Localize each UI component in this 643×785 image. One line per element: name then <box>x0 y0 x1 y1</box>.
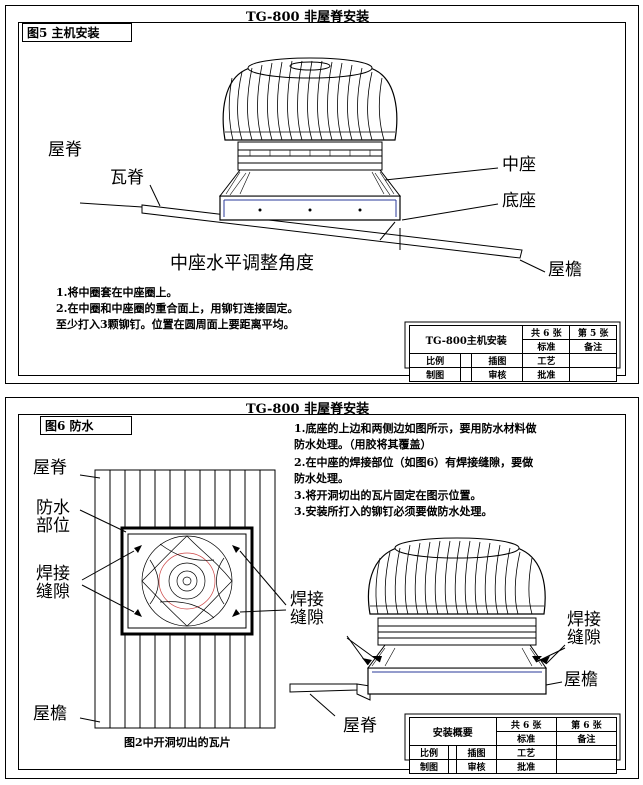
roof-slope-2 <box>289 683 358 693</box>
ridge-line <box>79 202 143 208</box>
label-tile-ridge: 瓦脊 <box>110 168 144 188</box>
label-ridge: 屋脊 <box>48 140 82 160</box>
sheet1-figure-tag: 图5 主机安装 <box>22 23 132 42</box>
sheet1-title-block: TG-800主机安装 共 6 张 第 5 张 标准 备注 比例 插图 工艺 制图… <box>408 325 617 382</box>
tb2-maker: 制图 <box>408 759 450 774</box>
label-middle-base: 中座 <box>502 155 536 175</box>
label2-ridge: 屋脊 <box>33 458 67 478</box>
tb2-review: 审核 <box>456 759 497 774</box>
label2-ridge-bottom: 屋脊 <box>343 716 377 736</box>
label-angle: 中座水平调整角度 <box>170 253 314 274</box>
tb1-review: 审核 <box>471 367 524 382</box>
tb1-maker: 制图 <box>408 367 462 382</box>
sheet2-note-5: 3.将开洞切出的瓦片固定在图示位置。 <box>294 489 482 502</box>
label2-weld-gap-right: 焊接 缝隙 <box>567 610 601 648</box>
sheet2-figure-tag: 图6 防水 <box>40 416 132 435</box>
sheet1-note-2: 2.在中圈和中座圈的重合面上，用铆钉连接固定。 <box>56 302 299 315</box>
sheet1-title: TG-800 非屋脊安装 <box>246 10 370 25</box>
tb2-remark: 备注 <box>555 731 618 746</box>
sheet2-note-6: 3.安装所打入的铆钉必须要做防水处理。 <box>294 505 493 518</box>
tb2-approve: 批准 <box>495 759 557 774</box>
tb2-page: 第 6 张 <box>555 717 618 732</box>
sheet2-title: TG-800 非屋脊安装 <box>246 402 370 417</box>
label2-eave-right: 屋檐 <box>564 670 598 690</box>
tb1-name: TG-800主机安装 <box>408 325 524 354</box>
sheet-border <box>18 22 626 376</box>
label-eave: 屋檐 <box>548 260 582 280</box>
tb2-total: 共 6 张 <box>495 717 557 732</box>
sheet2-caption: 图2中开洞切出的瓦片 <box>124 736 231 749</box>
tb2-drawing: 插图 <box>456 745 497 760</box>
tb2-name: 安装概要 <box>409 717 497 746</box>
sheet2-note-1: 1.底座的上边和两侧边如图所示，要用防水材料做 <box>294 422 537 435</box>
tb2-scale: 比例 <box>408 745 450 760</box>
tb2-standard: 标准 <box>495 731 557 746</box>
turbine-plan <box>141 535 233 627</box>
sheet2-title-block: 安装概要 共 6 张 第 6 张 标准 备注 比例 插图 工艺 制图 审核 批准 <box>408 717 618 774</box>
sheet1-note-3: 至少打入3颗铆钉。位置在圆周面上要距离平均。 <box>56 318 295 331</box>
tb2-process: 工艺 <box>495 745 557 760</box>
label2-eave: 屋檐 <box>33 704 67 724</box>
label2-waterproof: 防水 部位 <box>36 498 70 536</box>
sheet-border-2 <box>18 414 626 770</box>
sheet2-note-2: 防水处理。（用胶将其覆盖） <box>294 438 432 451</box>
sheet2-note-4: 防水处理。 <box>294 472 349 485</box>
label-bottom-base: 底座 <box>502 191 536 211</box>
label2-weld-gap-left: 焊接 缝隙 <box>36 564 70 602</box>
sheet2-note-3: 2.在中座的焊接部位（如图6）有焊接缝隙，要做 <box>294 456 534 469</box>
label2-weld-gap-mid: 焊接 缝隙 <box>290 590 324 628</box>
sheet1-note-1: 1.将中圈套在中座圈上。 <box>56 286 178 299</box>
